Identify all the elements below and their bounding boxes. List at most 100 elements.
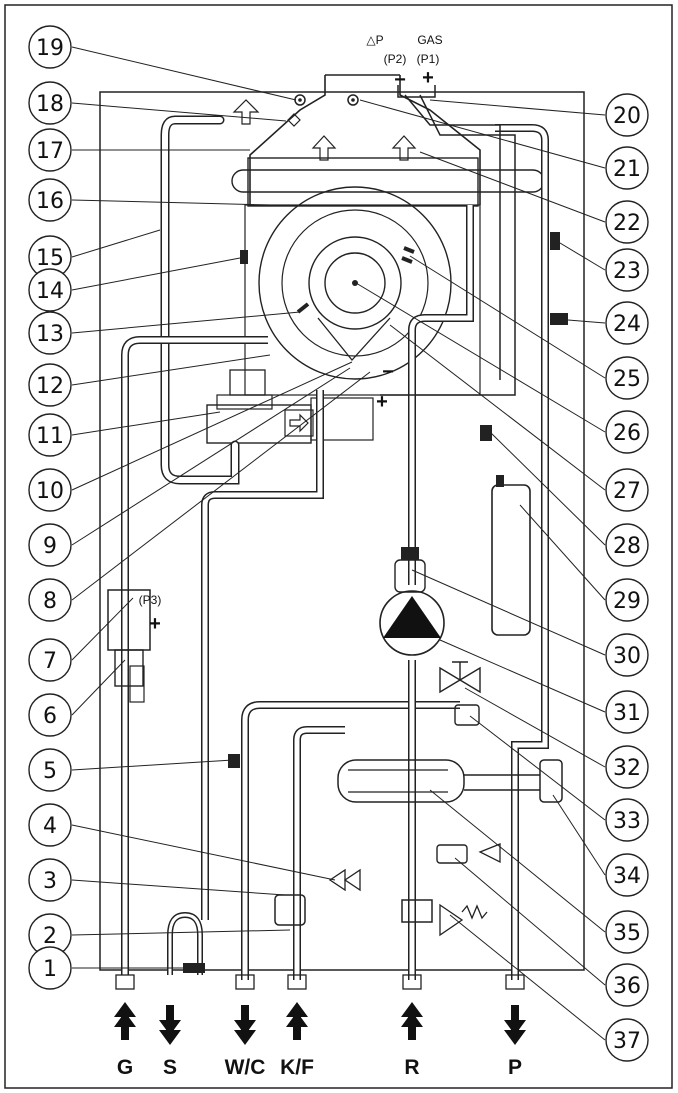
callout-circle-29 (605, 578, 649, 622)
plate-heat-exchanger (337, 759, 465, 803)
callout-15: 15 (36, 246, 64, 271)
gas-regulator-body (114, 649, 144, 687)
p3-label: (P3) (139, 593, 162, 607)
pipe-supply-p (495, 124, 549, 980)
top-plus-sign: + (422, 67, 434, 89)
gas-valve-coil (229, 369, 266, 396)
gas-valve (206, 404, 312, 444)
callout-16: 16 (36, 189, 64, 214)
callout-circle-28 (605, 523, 649, 567)
bypass-valve (439, 661, 481, 694)
gas-regulator-coil (129, 665, 145, 703)
connection-label-p: P (508, 1056, 522, 1079)
port-21-dot (351, 98, 355, 102)
callout-circle-9 (28, 523, 72, 567)
air-arrow-mid (311, 135, 337, 161)
up-arrow-g (114, 1002, 136, 1040)
fitting-p (505, 974, 525, 990)
callout-circle-16 (28, 178, 72, 222)
callout-4: 4 (43, 814, 57, 839)
pipe-hot-water (241, 701, 460, 980)
check-valve (478, 843, 501, 864)
callout-11: 11 (36, 424, 64, 449)
boiler-casing (99, 91, 585, 971)
callout-2: 2 (43, 924, 57, 949)
callout-33: 33 (613, 809, 641, 834)
gas-valve-actuator (216, 394, 273, 410)
callout-35: 35 (613, 921, 641, 946)
callout-26: 26 (613, 421, 641, 446)
expansion-vessel (491, 484, 531, 636)
pipe-supply-p-inner (495, 125, 548, 980)
callout-circle-31 (605, 690, 649, 734)
leader-lines-left (71, 46, 371, 969)
water-valve (274, 894, 306, 926)
pipe-gas-supply-inner (122, 337, 268, 975)
callout-36: 36 (613, 974, 641, 999)
pipe-cold-water-inner (294, 727, 345, 980)
callout-circle-30 (605, 633, 649, 677)
callout-circle-35 (605, 910, 649, 954)
callout-circle-26 (605, 410, 649, 454)
connection-label-w-c: W/C (225, 1056, 266, 1079)
callout-37: 37 (613, 1029, 641, 1054)
drain-pipe-inner (168, 913, 202, 975)
burner-manifold (310, 397, 374, 441)
callout-circle-3 (28, 858, 72, 902)
callout-10: 10 (36, 479, 64, 504)
flue-hood (249, 74, 481, 205)
air-arrow-left (232, 99, 260, 125)
burner-plus-sign: + (376, 391, 388, 413)
port-19-dot (298, 98, 302, 102)
callout-27: 27 (613, 479, 641, 504)
heat-exchanger (247, 157, 479, 207)
callout-circle-10 (28, 468, 72, 512)
callout-circle-33 (605, 798, 649, 842)
burner-minus-sign: − (382, 361, 394, 383)
fitting-w-c (235, 974, 255, 990)
gas-label: GAS (417, 33, 442, 47)
callout-circle-14 (28, 268, 72, 312)
expansion-vessel-valve (496, 475, 504, 487)
callout-12: 12 (36, 374, 64, 399)
diverter-valve (539, 759, 563, 803)
callout-32: 32 (613, 756, 641, 781)
pipe-hot-water-inner (242, 702, 460, 980)
callout-circle-21 (605, 146, 649, 190)
sensor-14 (240, 250, 248, 264)
electrode-1 (401, 246, 415, 264)
port-21 (347, 94, 359, 106)
callout-29: 29 (613, 589, 641, 614)
temp-sensor-23 (550, 232, 560, 250)
callout-circle-20 (605, 93, 649, 137)
outer-frame (4, 4, 673, 1089)
callout-28: 28 (613, 534, 641, 559)
connection-label-g: G (117, 1056, 133, 1079)
fitting-g (115, 974, 135, 990)
callout-circle-1 (28, 946, 72, 990)
p1-label: (P1) (417, 52, 440, 66)
callout-31: 31 (613, 701, 641, 726)
pump-body (379, 590, 445, 656)
drain-connector (183, 963, 205, 973)
fitting-k-f (287, 974, 307, 990)
callout-14: 14 (36, 279, 64, 304)
fitting-r (402, 974, 422, 990)
air-arrow-right (391, 135, 417, 161)
connection-label-r: R (404, 1056, 419, 1079)
top-minus-sign: − (394, 69, 406, 91)
burner-outer (308, 236, 402, 330)
bottom-fittings (115, 974, 525, 990)
relief-valve-spring (439, 903, 488, 937)
callout-circle-13 (28, 311, 72, 355)
callout-8: 8 (43, 589, 57, 614)
callout-circle-24 (605, 301, 649, 345)
pipe-flue-return-inner (162, 117, 238, 483)
leader-lines-right (355, 99, 606, 1041)
temp-sensor-28 (480, 425, 492, 441)
callout-circle-8 (28, 578, 72, 622)
callout-1: 1 (43, 957, 57, 982)
burner-center-dot (352, 280, 358, 286)
port-18 (287, 113, 301, 127)
